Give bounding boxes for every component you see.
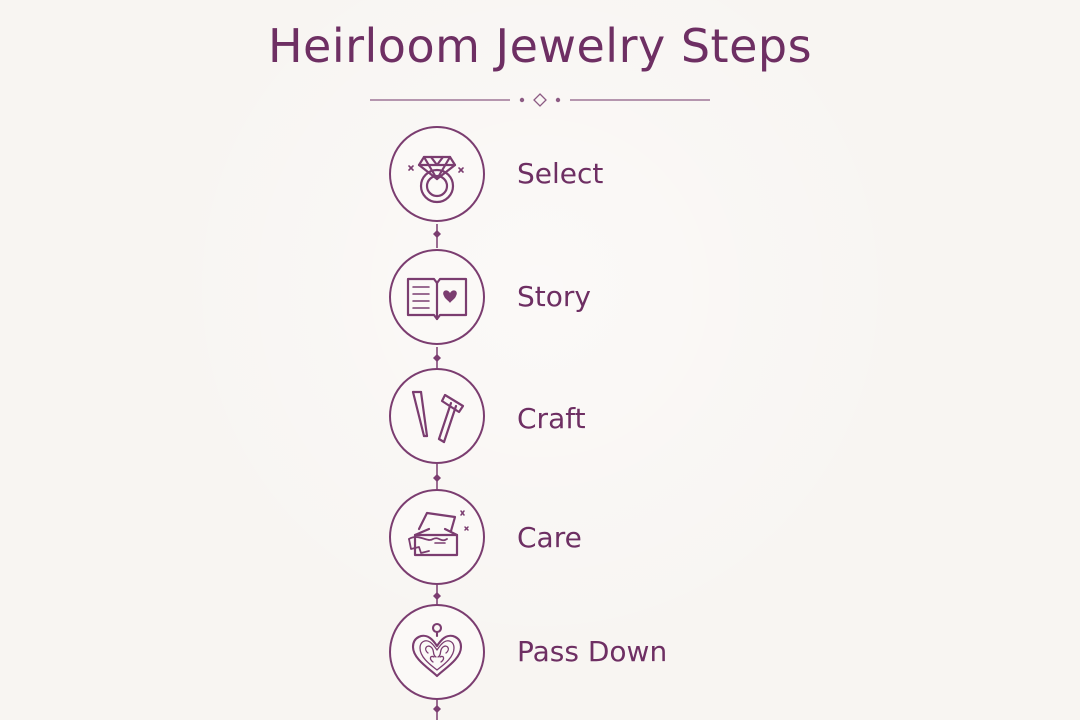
title-divider [370, 93, 710, 107]
step-label-story: Story [517, 280, 591, 313]
step-care [389, 489, 485, 585]
step-label-care: Care [517, 521, 582, 554]
step-label-craft: Craft [517, 402, 586, 435]
connector-diamond-2 [433, 354, 441, 362]
connector-diamond-4 [433, 592, 441, 600]
connector-diamond-5 [433, 705, 441, 713]
open-book-heart-icon [406, 277, 468, 321]
step-label-pass-down: Pass Down [517, 635, 668, 668]
step-select [389, 126, 485, 222]
step-craft [389, 368, 485, 464]
jewelry-box-cloth-icon [408, 510, 469, 557]
tweezers-hammer-icon [411, 390, 465, 444]
timeline-connectors [389, 126, 485, 720]
step-label-select: Select [517, 157, 604, 190]
connector-diamond-1 [433, 230, 441, 238]
heart-locket-icon [411, 622, 463, 678]
diagram-title: Heirloom Jewelry Steps [267, 19, 813, 73]
connector-diamond-3 [433, 474, 441, 482]
step-story [389, 249, 485, 345]
steps-timeline: Select Story Craft Care Pass Down [370, 118, 730, 720]
ring-icon [408, 155, 464, 204]
step-pass-down [389, 604, 485, 700]
